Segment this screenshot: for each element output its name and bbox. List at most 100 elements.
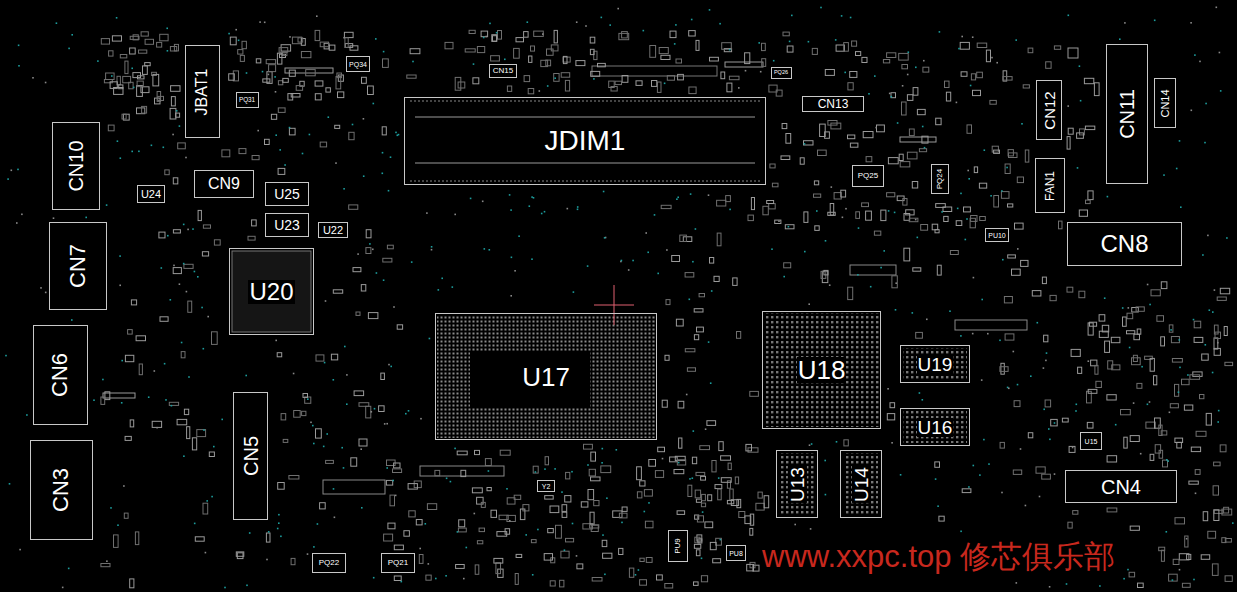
smd-part	[397, 325, 402, 329]
via	[577, 209, 579, 211]
via	[201, 307, 203, 309]
smd-part	[291, 558, 295, 564]
via	[203, 429, 205, 431]
via	[601, 17, 603, 19]
via	[429, 338, 431, 340]
smd-part	[1014, 401, 1020, 407]
smd-part	[1005, 334, 1014, 340]
via	[509, 194, 511, 196]
smd-part	[644, 490, 652, 497]
smd-part	[909, 129, 914, 136]
via	[343, 467, 345, 469]
via	[972, 333, 974, 335]
smd-part	[131, 300, 136, 305]
via	[369, 243, 371, 245]
via	[842, 217, 844, 219]
smd-part	[590, 525, 599, 528]
smd-part	[475, 565, 479, 574]
component-outline: U17	[435, 313, 657, 440]
smd-part	[456, 565, 465, 569]
via	[657, 273, 659, 275]
memory-pads	[844, 453, 878, 515]
via	[382, 173, 384, 175]
via	[915, 67, 917, 69]
via	[1149, 401, 1151, 403]
smd-part	[739, 512, 745, 518]
smd-part	[622, 507, 627, 511]
smd-part	[353, 268, 361, 272]
smd-part	[165, 170, 169, 175]
qfn-body	[232, 251, 311, 332]
via	[279, 149, 281, 151]
smd-part	[546, 60, 551, 66]
smd-part	[1222, 509, 1232, 515]
smd-part	[701, 503, 705, 507]
smd-part	[252, 156, 259, 160]
smd-part	[1107, 456, 1117, 462]
via	[420, 418, 422, 420]
smd-part	[130, 48, 136, 54]
smd-part	[1196, 431, 1206, 436]
smd-part	[680, 235, 687, 241]
smd-part	[1023, 85, 1029, 88]
via	[957, 208, 959, 210]
via	[246, 72, 248, 74]
smd-part	[386, 480, 392, 485]
via	[268, 531, 270, 533]
smd-part	[1212, 564, 1218, 576]
smd-part	[613, 511, 622, 518]
smd-part	[541, 60, 548, 66]
component-outline: JDIM1	[404, 97, 766, 185]
via	[488, 470, 490, 472]
smd-part	[157, 92, 161, 102]
smd-part	[699, 294, 704, 297]
via	[289, 127, 291, 129]
via	[544, 211, 546, 213]
smd-part	[101, 397, 105, 404]
via	[474, 513, 476, 515]
via	[401, 581, 403, 583]
via	[506, 488, 508, 490]
via	[1226, 237, 1228, 239]
smd-part	[545, 457, 548, 465]
smd-part	[1175, 518, 1185, 524]
smd-part	[1015, 223, 1024, 229]
via	[1166, 459, 1168, 461]
smd-part	[469, 30, 475, 33]
smd-part	[722, 43, 732, 50]
smd-part	[1146, 422, 1155, 428]
smd-part	[956, 221, 962, 226]
smd-part	[994, 196, 999, 208]
smd-part	[198, 210, 201, 220]
smd-part	[746, 444, 752, 451]
smd-part	[689, 31, 696, 36]
smd-part	[171, 97, 175, 106]
smd-part	[735, 477, 738, 484]
via	[1169, 412, 1171, 414]
via	[572, 523, 574, 525]
smd-part	[591, 71, 600, 76]
smd-part	[214, 240, 220, 245]
via	[979, 474, 981, 476]
via	[1204, 142, 1206, 144]
smd-part	[844, 440, 848, 446]
smd-part	[750, 514, 753, 525]
smd-part	[650, 46, 656, 58]
smd-part	[212, 332, 218, 345]
smd-part	[524, 32, 529, 38]
via	[161, 267, 163, 269]
via	[1163, 174, 1165, 176]
smd-part	[685, 273, 694, 277]
smd-part	[289, 476, 299, 480]
smd-part	[667, 76, 674, 81]
via	[692, 477, 694, 479]
smd-part	[694, 309, 703, 312]
via	[85, 217, 87, 219]
via	[1127, 569, 1129, 571]
smd-part	[762, 59, 766, 67]
via	[628, 269, 630, 271]
smd-part	[696, 472, 705, 475]
via	[489, 249, 491, 251]
via	[18, 65, 20, 67]
via	[1178, 391, 1180, 393]
